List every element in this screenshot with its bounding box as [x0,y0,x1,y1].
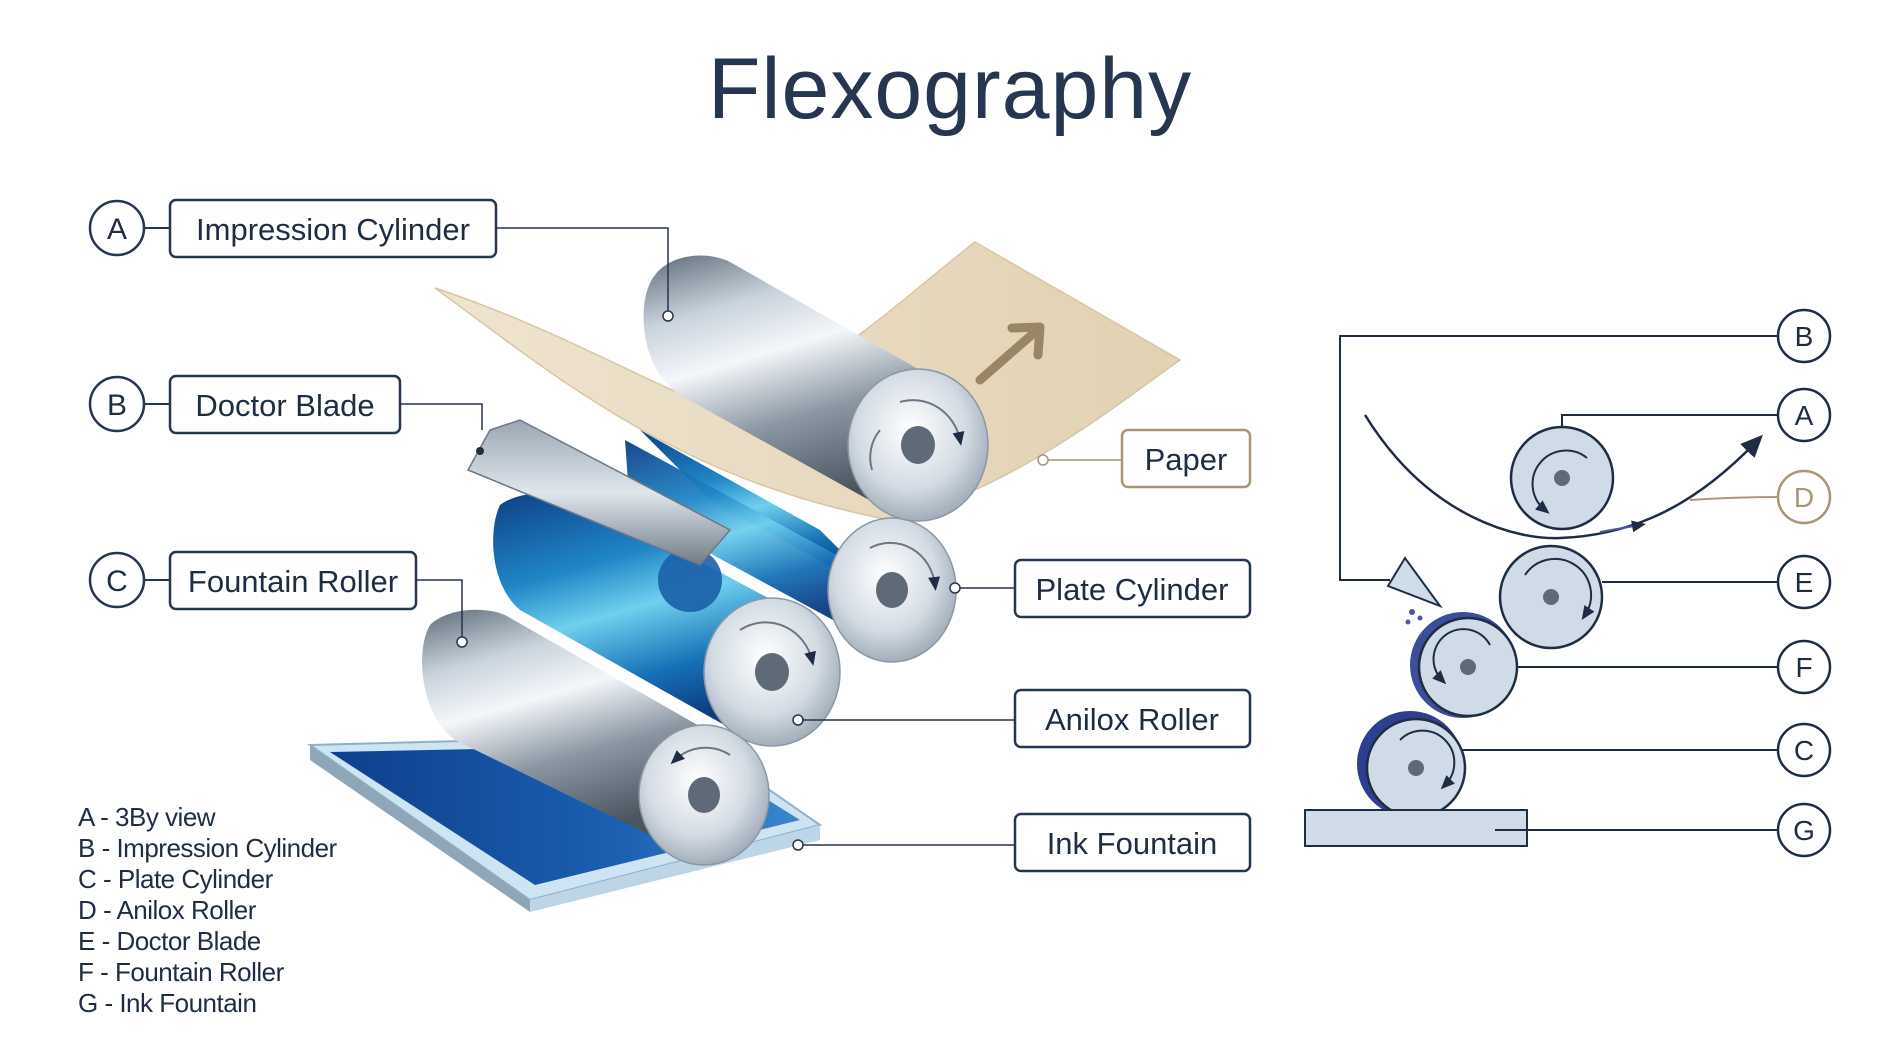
callout-a-letter: A [107,213,127,246]
svg-text:E: E [1795,567,1814,598]
legend: A - 3By view B - Impression Cylinder C -… [78,802,337,1019]
svg-text:G: G [1793,815,1815,846]
schematic-letter-a: A [1776,387,1832,443]
schematic-cylinder-c [1357,711,1778,819]
schematic-letter-c: C [1776,722,1832,778]
anilox-roller-label: Anilox Roller [1045,702,1219,737]
legend-item: C - Plate Cylinder [78,864,273,894]
plate-cylinder-label: Plate Cylinder [1036,572,1229,607]
schematic-letter-d: D [1776,469,1832,525]
legend-item: E - Doctor Blade [78,926,261,956]
schematic-letter-g: G [1776,802,1832,858]
legend-item: D - Anilox Roller [78,895,256,925]
schematic-letter-b: B [1776,308,1832,364]
callout-b-letter: B [107,389,127,422]
paper-direction-arrow [975,327,1040,385]
svg-text:B: B [1795,321,1814,352]
schematic-cylinder-a [1509,414,1778,531]
schematic-doctor-blade [1386,556,1443,609]
schematic-cylinder-e [1498,544,1778,650]
doctor-blade-3d [466,419,732,566]
schematic-paper-web [1363,414,1763,540]
callout-paper: Paper [1037,428,1252,489]
schematic-letter-f: F [1776,639,1832,695]
schematic-cylinder-f [1410,612,1778,718]
illustration-3d [306,241,1182,912]
plate-cylinder-3d [625,430,957,663]
paper-label: Paper [1145,442,1228,477]
callout-b: B Doctor Blade [88,374,483,435]
legend-item: F - Fountain Roller [78,957,284,987]
callout-a-label: Impression Cylinder [196,212,470,247]
callout-ink-fountain: Ink Fountain [792,812,1252,873]
legend-item: G - Ink Fountain [78,988,257,1018]
callout-c: C Fountain Roller [88,550,468,648]
svg-text:F: F [1795,652,1812,683]
svg-text:A: A [1795,400,1814,431]
legend-item: B - Impression Cylinder [78,833,337,863]
anilox-roller-3d [493,493,841,747]
svg-text:D: D [1794,482,1814,513]
callout-anilox-roller: Anilox Roller [792,688,1252,749]
svg-text:C: C [1794,735,1814,766]
schematic: B A D E F C G [1304,308,1832,858]
schematic-letter-e: E [1776,554,1832,610]
callout-plate-cylinder: Plate Cylinder [949,558,1252,619]
impression-cylinder-3d [643,255,989,522]
ink-fountain-label: Ink Fountain [1047,826,1218,861]
legend-item: A - 3By view [78,802,216,832]
fountain-roller-3d [422,609,770,866]
callout-b-label: Doctor Blade [195,388,374,423]
callout-a: A Impression Cylinder [88,198,674,322]
callout-c-label: Fountain Roller [188,564,398,599]
page-title: Flexography [707,41,1193,137]
schematic-ink-fountain [1304,809,1528,847]
callout-c-letter: C [106,565,128,598]
